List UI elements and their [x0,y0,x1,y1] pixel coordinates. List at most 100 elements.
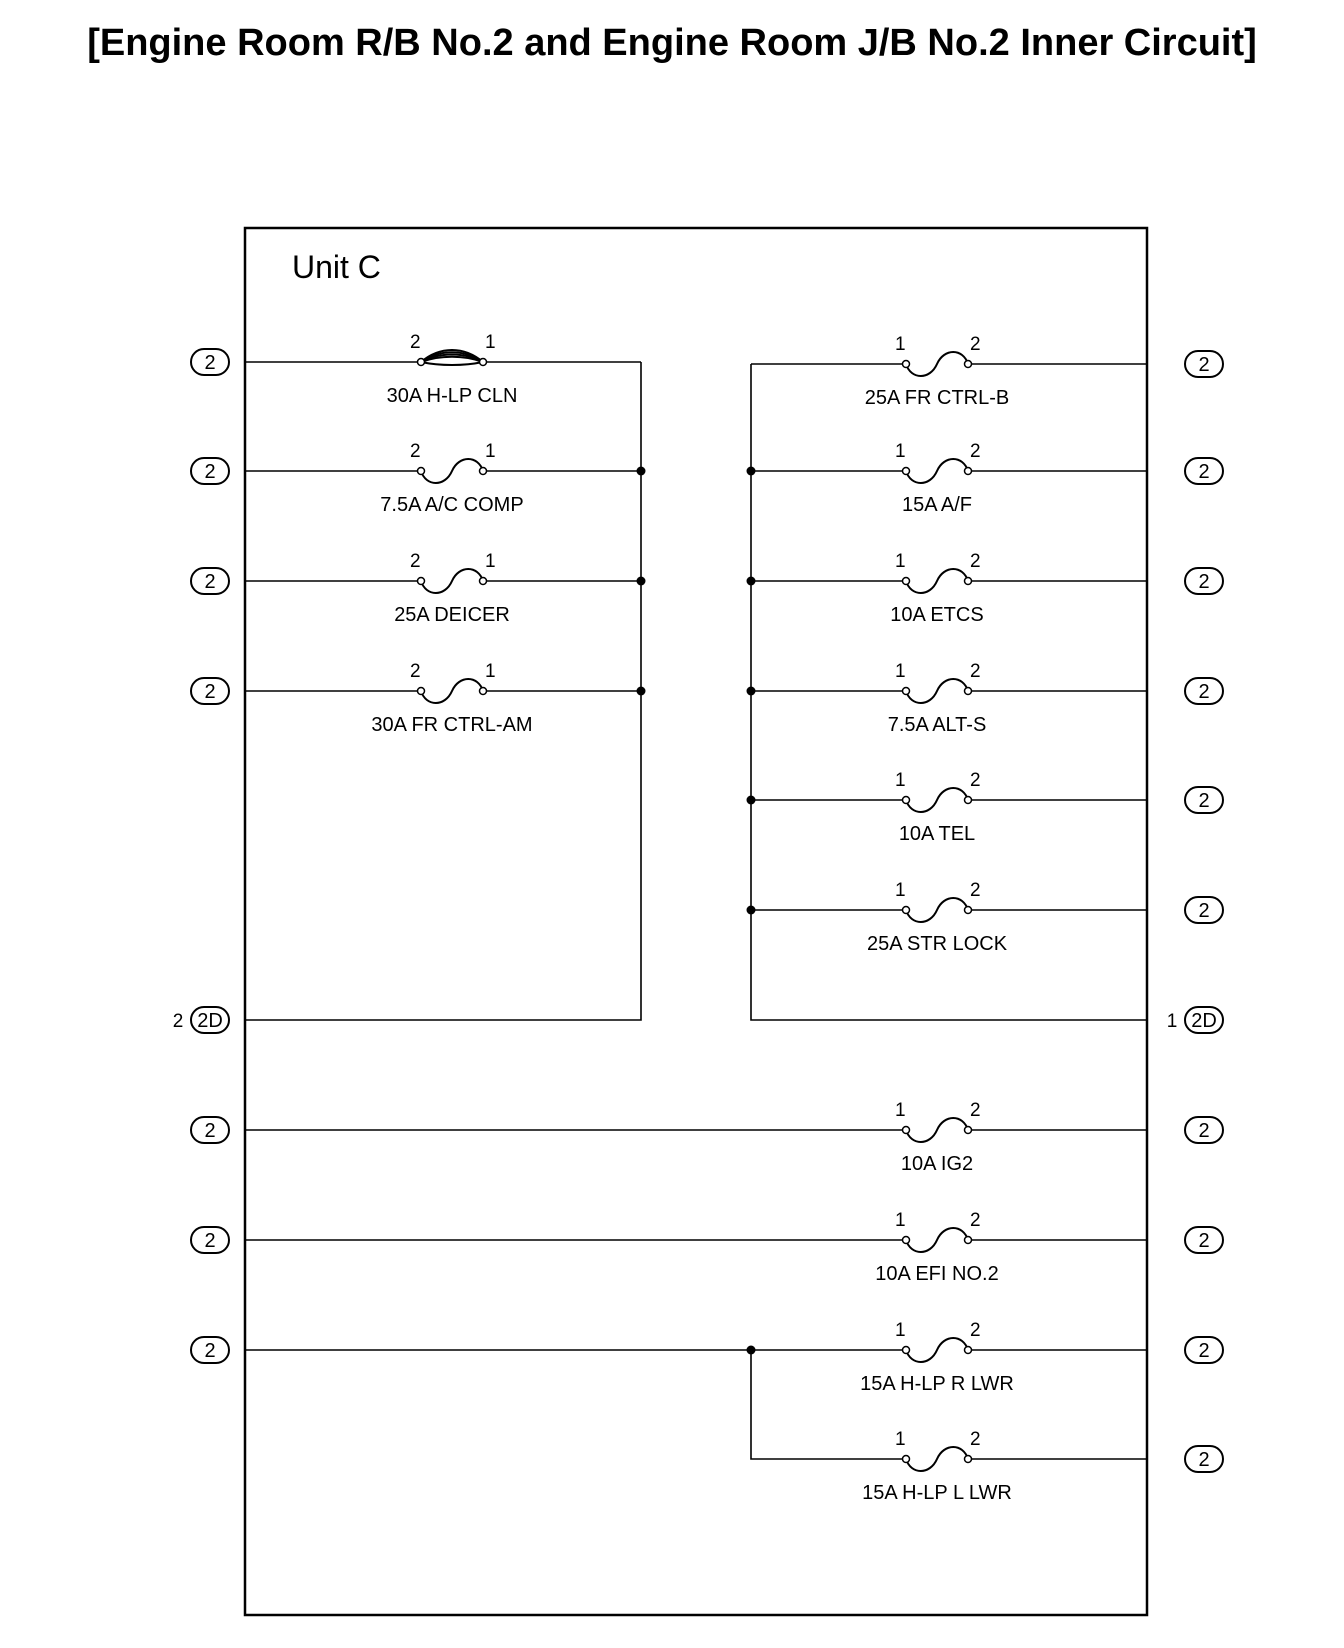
fuse-terminal [963,1235,973,1245]
connector-left-ac-comp: 2 [190,457,230,485]
connector-2d-pin-left: 2 [173,1011,184,1032]
fuse-pin-left: 1 [895,441,906,462]
junction-dot [746,795,756,805]
fuse-symbol [905,1227,969,1253]
fuse-pin-left: 1 [895,551,906,572]
fuse-symbol [905,678,969,704]
wire-h-lp-l-lwr [750,1350,1147,1460]
fuse-fr-ctrl-am: 2 1 30A FR CTRL-AM [371,661,532,736]
connector-label: 2 [204,571,215,593]
fuse-terminal [901,1125,911,1135]
fuse-terminal [478,357,488,367]
fuse-pin-right: 2 [970,1100,981,1121]
fuse-terminal [901,1454,911,1464]
fuse-terminal [901,1235,911,1245]
connector-label: 2 [1198,681,1209,703]
fuse-pin-right: 2 [970,661,981,682]
fuse-terminal [963,795,973,805]
connector-label: 2 [204,681,215,703]
fuse-pin-left: 1 [895,1210,906,1231]
fuse-symbol [905,787,969,813]
fuse-symbol [905,458,969,484]
fuse-pin-left: 2 [410,661,421,682]
fuse-terminal [416,466,426,476]
fuse-pin-right: 2 [970,1210,981,1231]
fuse-symbol [905,568,969,594]
fuse-pin-right: 2 [970,1320,981,1341]
fuse-terminal [478,466,488,476]
connector-label: 2 [1198,1230,1209,1252]
connector-right-tel: 2 [1184,786,1224,814]
connector-label: 2 [204,461,215,483]
fuse-tel: 1 2 10A TEL [895,770,981,845]
connector-label: 2 [1198,354,1209,376]
fuse-terminal [963,905,973,915]
fuse-symbol [905,1337,969,1363]
fuse-pin-right: 2 [970,551,981,572]
connector-label: 2D [1191,1010,1217,1032]
connector-label: 2 [204,1340,215,1362]
connector-2d-pin-right: 1 [1167,1011,1178,1032]
fuse-pin-right: 1 [485,441,496,462]
fuse-label: 7.5A A/C COMP [380,494,523,516]
connector-left-h-lp-r-lwr: 2 [190,1336,230,1364]
fuse-pin-right: 1 [485,332,496,353]
fuse-label: 25A FR CTRL-B [865,387,1009,409]
connector-left-ig2: 2 [190,1116,230,1144]
junction-dot [636,466,646,476]
connector-layer: 2 2 2 2 2 2 2 2 2 2 2 2 2 2 2 2 2 2D 2D 2 1 [173,348,1224,1473]
junction-dot [746,466,756,476]
fuse-label: 10A TEL [899,823,975,845]
fuse-pin-right: 1 [485,661,496,682]
fuse-label: 15A H-LP R LWR [860,1373,1014,1395]
fuse-terminal [901,795,911,805]
junction-dot [636,686,646,696]
connector-right-str-lock: 2 [1184,896,1224,924]
fuse-pin-left: 1 [895,661,906,682]
fuse-terminal [478,686,488,696]
junction-dot [636,576,646,586]
connector-left-fr-ctrl-am: 2 [190,677,230,705]
unit-label: Unit C [292,249,381,285]
connector-label: 2 [1198,790,1209,812]
junction-dot [746,1345,756,1355]
connector-label: 2 [1198,1120,1209,1142]
junction-dot [746,905,756,915]
fuse-pin-left: 1 [895,1429,906,1450]
fuse-pin-right: 1 [485,551,496,572]
fuse-terminal [901,905,911,915]
connector-right-ig2: 2 [1184,1116,1224,1144]
fuse-label: 10A IG2 [901,1153,973,1175]
connector-right-2d: 2D [1184,1006,1224,1034]
fuse-pin-left: 1 [895,770,906,791]
connector-label: 2D [197,1010,223,1032]
fuse-label: 30A FR CTRL-AM [371,714,532,736]
fuse-label: 30A H-LP CLN [387,385,518,407]
fuse-pin-left: 2 [410,551,421,572]
fuse-symbol [420,568,484,594]
connector-label: 2 [1198,1449,1209,1471]
fuse-terminal [963,1454,973,1464]
connector-right-efi-no2: 2 [1184,1226,1224,1254]
connector-label: 2 [204,1230,215,1252]
connector-label: 2 [1198,1340,1209,1362]
fuse-terminal [901,686,911,696]
fuse-pin-right: 2 [970,770,981,791]
fuse-label: 25A DEICER [394,604,510,626]
fuse-terminal [901,359,911,369]
connector-left-deicer: 2 [190,567,230,595]
fuse-label: 10A EFI NO.2 [875,1263,998,1285]
fusible-link-symbol [420,349,484,366]
fuse-terminal [963,466,973,476]
fuse-pin-left: 2 [410,332,421,353]
fuse-terminal [963,359,973,369]
fuse-terminal [963,1345,973,1355]
fuse-layer: 2 1 30A H-LP CLN 2 1 7.5A A/C COMP 2 1 25A DEICE… [371,332,1013,1504]
